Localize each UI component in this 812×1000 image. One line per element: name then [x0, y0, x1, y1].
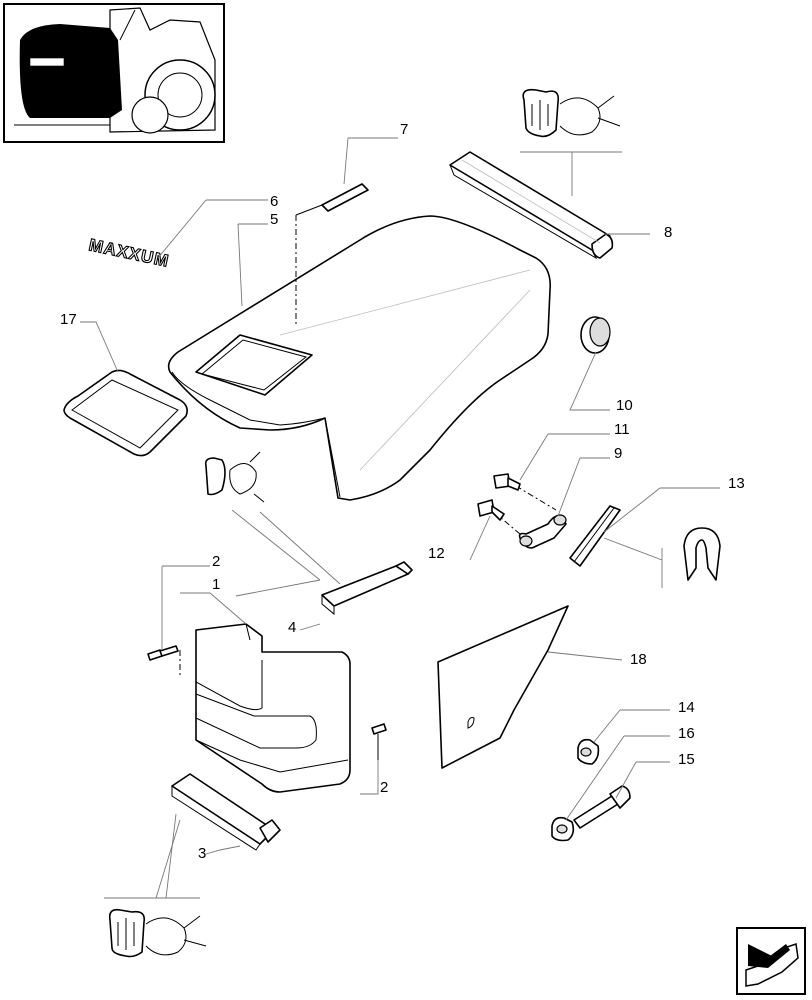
next-page-arrow-icon[interactable]: [736, 927, 806, 995]
window-seal-part-17: [63, 369, 188, 457]
nut-part-16: [551, 816, 575, 842]
grommet-part-10: [580, 316, 611, 354]
callout-2-lower: 2: [380, 779, 388, 796]
seal-strip-part-3: [171, 773, 281, 851]
callout-12: 12: [428, 545, 445, 562]
emblem-text: MAXXUM: [87, 235, 171, 271]
tractor-thumbnail: [3, 3, 225, 143]
callout-11: 11: [614, 421, 630, 438]
callout-9: 9: [614, 445, 622, 462]
callout-14: 14: [678, 699, 695, 716]
edge-trim-part-13: [569, 505, 621, 567]
nut-part-14: [577, 738, 600, 765]
bolt-part-15: [573, 785, 631, 829]
bolt-part-12: [477, 499, 505, 521]
hood-panel: [167, 215, 552, 501]
callout-16: 16: [678, 725, 695, 742]
callout-8: 8: [664, 224, 672, 241]
callout-15: 15: [678, 751, 695, 768]
seal-profile-middle: [204, 451, 265, 503]
callouts: 1 2 2 3 4 5 6 7 8 9 10 11 12 13 14 15 16…: [60, 121, 745, 862]
seal-strip-part-4: [321, 561, 413, 616]
callout-4: 4: [288, 619, 296, 636]
side-panel-part-1: [147, 623, 351, 793]
callout-10: 10: [616, 397, 633, 414]
seal-profile-bottom: [108, 908, 207, 958]
callout-13: 13: [728, 475, 745, 492]
callout-5: 5: [270, 211, 278, 228]
seal-strip-part-8: [449, 151, 614, 260]
callout-3: 3: [198, 845, 206, 862]
callout-6: 6: [270, 193, 278, 210]
trim-strip-part-7: [295, 183, 369, 326]
leader-lines: [80, 137, 720, 899]
callout-7: 7: [400, 121, 408, 138]
seal-profile-top: [522, 88, 621, 138]
screw-part-2-right: [371, 723, 387, 760]
maxxum-emblem: MAXXUM: [87, 235, 172, 272]
callout-1: 1: [212, 576, 220, 593]
edge-trim-profile: [683, 527, 721, 581]
callout-18: 18: [630, 651, 647, 668]
panel-part-18: [437, 605, 569, 769]
callout-17: 17: [60, 311, 77, 328]
bolt-part-11: [493, 473, 521, 491]
callout-2-upper: 2: [212, 553, 220, 570]
handle-part-9: [493, 485, 567, 549]
